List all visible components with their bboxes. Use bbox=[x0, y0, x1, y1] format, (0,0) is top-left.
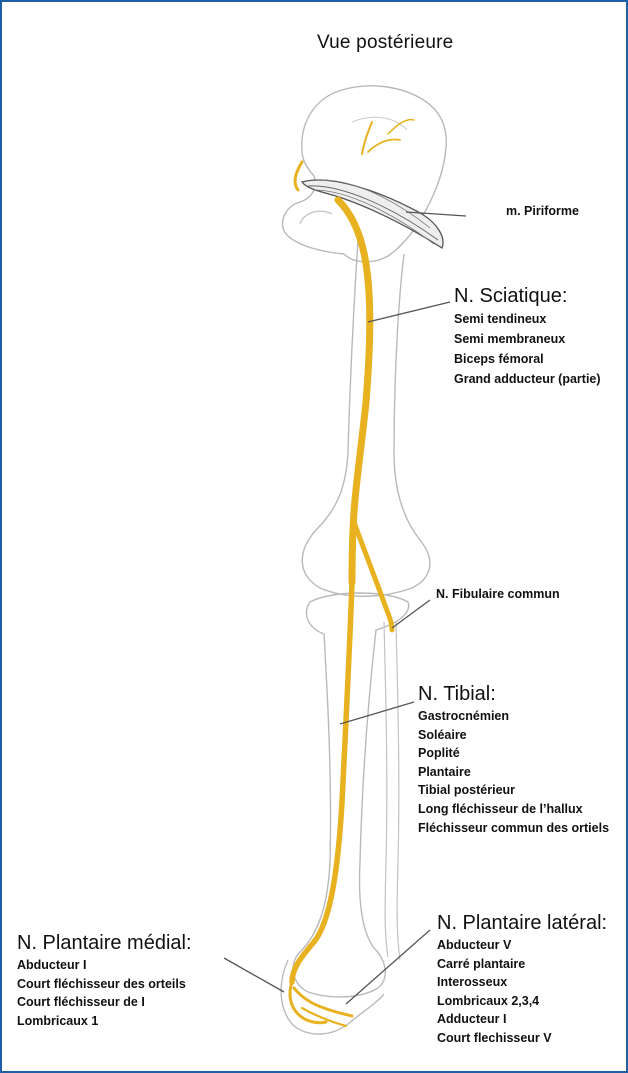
muscle-item: Court fléchisseur des orteils bbox=[17, 975, 192, 994]
muscle-item: Long fléchisseur de l’hallux bbox=[418, 800, 609, 819]
femoral-head bbox=[300, 211, 332, 224]
common-fibular-nerve bbox=[354, 522, 392, 630]
muscle-list-plantaire-lateral: Abducteur V Carré plantaire Interosseux … bbox=[437, 936, 607, 1048]
pelvic-twig-2 bbox=[368, 140, 400, 153]
muscle-item: Poplité bbox=[418, 744, 609, 763]
muscle-item: Lombricaux 2,3,4 bbox=[437, 992, 607, 1011]
muscle-item: Interosseux bbox=[437, 973, 607, 992]
pelvic-twig-3 bbox=[388, 120, 414, 134]
nerve-name-plantaire-lateral: N. Plantaire latéral: bbox=[437, 912, 607, 934]
muscle-item: Grand adducteur (partie) bbox=[454, 369, 601, 389]
group-plantaire-medial: N. Plantaire médial: Abducteur I Court f… bbox=[17, 932, 192, 1030]
leader-sciatique bbox=[368, 302, 450, 322]
group-sciatique: N. Sciatique: Semi tendineux Semi membra… bbox=[454, 285, 601, 389]
muscle-item: Carré plantaire bbox=[437, 955, 607, 974]
muscle-item: Soléaire bbox=[418, 726, 609, 745]
muscle-list-sciatique: Semi tendineux Semi membraneux Biceps fé… bbox=[454, 309, 601, 389]
muscle-item: Tibial postérieur bbox=[418, 781, 609, 800]
leader-fibulaire bbox=[392, 600, 430, 628]
nerve-paths bbox=[290, 120, 414, 1026]
fibula-bone bbox=[384, 622, 388, 957]
leader-plantaire-medial bbox=[224, 958, 284, 992]
muscle-item: Abducteur V bbox=[437, 936, 607, 955]
fibula-bone-edge bbox=[396, 622, 400, 960]
muscle-item: Adducteur I bbox=[437, 1010, 607, 1029]
muscle-item: Biceps fémoral bbox=[454, 349, 601, 369]
muscle-item: Court flechisseur V bbox=[437, 1029, 607, 1048]
label-piriforme: m. Piriforme bbox=[506, 204, 579, 218]
leader-plantaire-lateral bbox=[346, 930, 430, 1004]
leader-lines bbox=[224, 212, 466, 1004]
muscle-list-tibial: Gastrocnémien Soléaire Poplité Plantaire… bbox=[418, 707, 609, 837]
muscle-item: Semi membraneux bbox=[454, 329, 601, 349]
lateral-plantar-nerve bbox=[294, 988, 352, 1016]
muscle-item: Court fléchisseur de I bbox=[17, 993, 192, 1012]
muscle-item: Semi tendineux bbox=[454, 309, 601, 329]
muscle-list-plantaire-medial: Abducteur I Court fléchisseur des orteil… bbox=[17, 956, 192, 1030]
diagram-title: Vue postérieure bbox=[317, 32, 453, 54]
leader-tibial bbox=[340, 702, 414, 724]
muscle-item: Plantaire bbox=[418, 763, 609, 782]
muscle-item: Fléchisseur commun des ortiels bbox=[418, 819, 609, 838]
piriformis-muscle bbox=[302, 180, 443, 248]
group-tibial: N. Tibial: Gastrocnémien Soléaire Poplit… bbox=[418, 683, 609, 837]
label-fibulaire: N. Fibulaire commun bbox=[436, 587, 560, 601]
group-plantaire-lateral: N. Plantaire latéral: Abducteur V Carré … bbox=[437, 912, 607, 1048]
gluteal-nerve-twig bbox=[295, 162, 302, 190]
nerve-name-tibial: N. Tibial: bbox=[418, 683, 609, 705]
nerve-name-plantaire-medial: N. Plantaire médial: bbox=[17, 932, 192, 954]
muscle-item: Gastrocnémien bbox=[418, 707, 609, 726]
muscle-item: Lombricaux 1 bbox=[17, 1012, 192, 1031]
nerve-name-sciatique: N. Sciatique: bbox=[454, 285, 601, 307]
muscle-item: Abducteur I bbox=[17, 956, 192, 975]
tibial-nerve bbox=[292, 582, 352, 982]
